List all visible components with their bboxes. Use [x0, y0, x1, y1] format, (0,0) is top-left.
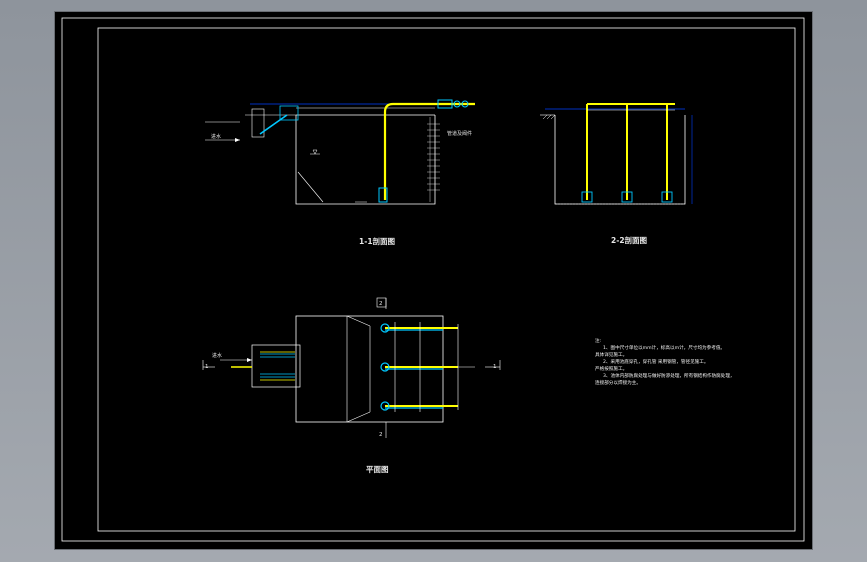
notes-line-3: 2、采用池底穿孔，穿孔管 采用钢管，管径见施工。: [603, 358, 708, 365]
plan-cut-mark-2-bottom: 2: [379, 432, 383, 438]
notes-line-1: 1、图中尺寸单位以mm计，标高以m计，尺寸均为参考值。: [603, 344, 725, 351]
notes-line-6: 连接部分以焊接为主。: [595, 379, 641, 386]
section-2-2: 2-2剖面图: [540, 103, 693, 245]
plan-cut-mark-1-left: 1: [205, 364, 209, 370]
plan-view: 2 2 1 1: [202, 297, 501, 474]
cad-drawing: 进水 管道及阀件 1-1剖面图: [61, 17, 805, 542]
plan-title: 平面图: [366, 465, 389, 474]
notes-line-2: 具体详见施工。: [595, 351, 627, 358]
inner-frame: [97, 27, 796, 532]
cad-viewport[interactable]: 进水 管道及阀件 1-1剖面图: [55, 12, 812, 549]
notes-heading: 注:: [595, 337, 602, 344]
drawing-notes: 注: 1、图中尺寸单位以mm计，标高以m计，尺寸均为参考值。 具体详见施工。 2…: [595, 337, 735, 386]
plan-inflow-label: 进水: [212, 352, 222, 359]
plan-cut-mark-2-top: 2: [379, 301, 383, 307]
notes-line-4: 严格按照施工。: [595, 365, 627, 372]
section-1-1-pipe-note: 管道及阀件: [447, 130, 472, 137]
section-1-1: 进水 管道及阀件 1-1剖面图: [205, 99, 475, 246]
section-1-1-title: 1-1剖面图: [359, 236, 396, 246]
section-1-1-inflow-label: 进水: [211, 133, 221, 140]
outer-frame: [61, 17, 805, 542]
section-2-2-title: 2-2剖面图: [611, 235, 648, 245]
plan-cut-mark-1-right: 1: [493, 364, 497, 370]
notes-line-5: 3、池体内部防腐处理与做好防渗处理，所有钢结构作防腐处理，: [603, 372, 735, 379]
